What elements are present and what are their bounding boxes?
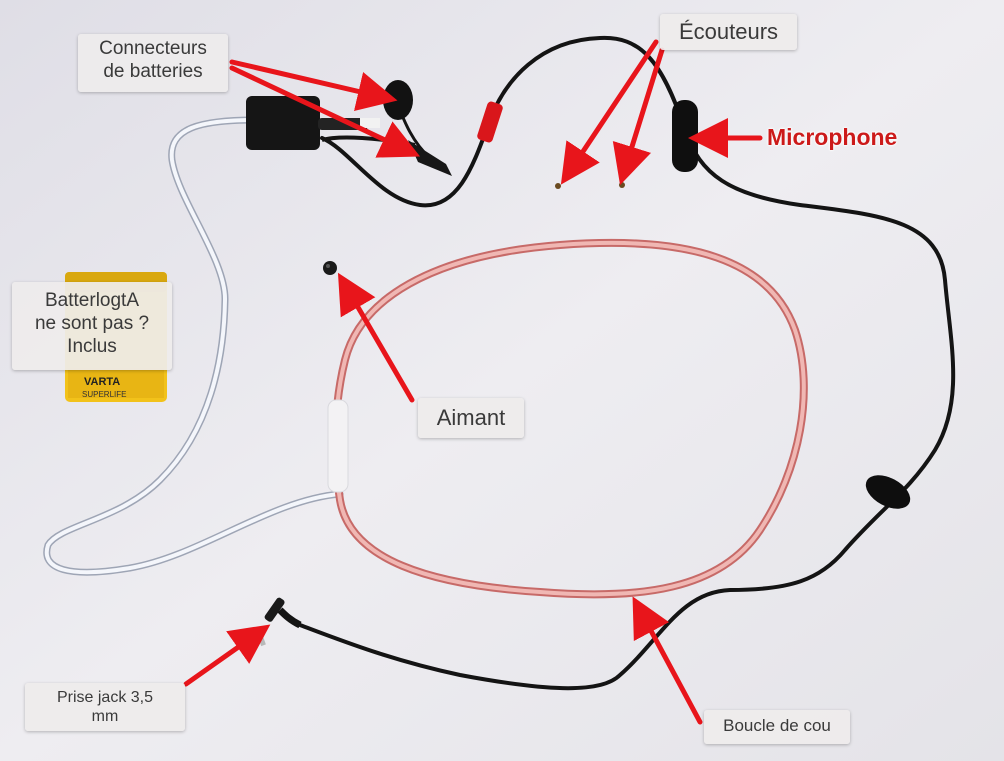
microphone-label: Microphone <box>767 124 898 150</box>
arrow-connector-1 <box>229 59 398 111</box>
earphones-text: Écouteurs <box>678 19 779 44</box>
earphones-label: Écouteurs <box>660 14 797 50</box>
arrow-neck-loop <box>632 596 703 725</box>
round-connector <box>383 80 413 120</box>
neck-loop-label: Boucle de cou <box>704 710 850 744</box>
red-sleeve <box>477 101 503 143</box>
arrow-jack <box>183 624 271 687</box>
battery-line-text: SUPERLIFE <box>82 390 126 399</box>
earbud-right <box>619 182 625 188</box>
earbud-left <box>555 183 561 189</box>
battery-not-included-text: BatterlogtA ne sont pas ? Inclus <box>34 290 150 357</box>
magnet <box>323 261 337 275</box>
arrow-earbud-2 <box>612 47 665 186</box>
neck-loop-text: Boucle de cou <box>723 716 831 735</box>
magnet-label: Aimant <box>418 398 524 438</box>
arrow-magnet <box>337 272 415 403</box>
cable-clip <box>865 475 911 509</box>
arrow-earbud-1 <box>560 39 659 185</box>
loop-heat-shrink <box>327 399 349 493</box>
battery-not-included-label: BatterlogtA ne sont pas ? Inclus <box>12 282 172 370</box>
microphone-body <box>672 100 698 172</box>
magnet-text: Aimant <box>436 405 506 430</box>
jack-plug-label: Prise jack 3,5 mm <box>25 683 185 731</box>
annotation-arrows <box>183 39 763 725</box>
battery-brand-text: VARTA <box>84 376 120 388</box>
arrow-connector-2 <box>229 65 421 158</box>
battery-connectors-text: Connecteurs de batteries <box>99 38 207 82</box>
jack-plug-text: Prise jack 3,5 mm <box>56 689 154 726</box>
battery-connectors-label: Connecteurs de batteries <box>78 34 228 92</box>
